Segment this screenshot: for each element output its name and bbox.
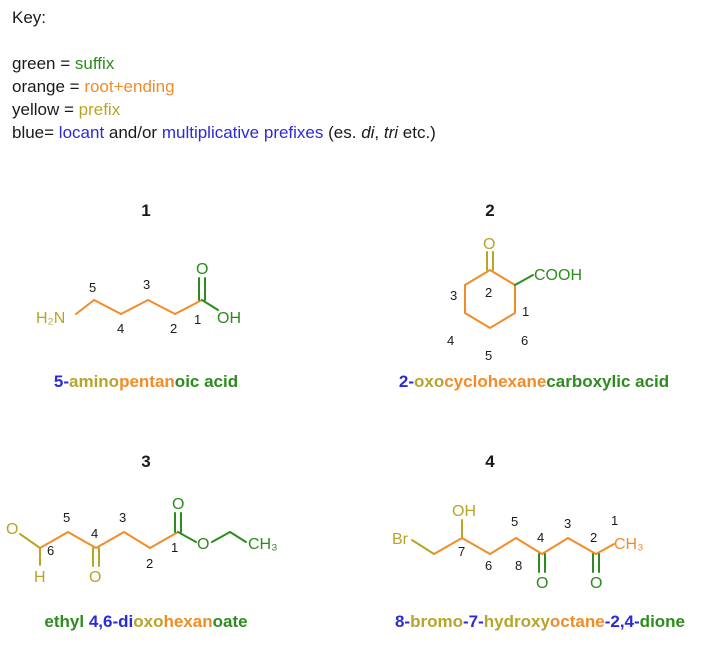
- s1-locant-1: 1: [194, 312, 201, 327]
- key-row-root: orange = root+ending: [12, 75, 436, 98]
- s3-ketone-oxygen-label: O: [89, 569, 101, 586]
- compound-number-4: 4: [485, 452, 495, 471]
- key-row-suffix: green = suffix: [12, 52, 436, 75]
- key-row-part: (es.: [323, 123, 362, 142]
- s2-locant-2: 2: [485, 285, 492, 300]
- name-part: oic acid: [174, 372, 239, 391]
- s2-locant-1: 1: [522, 304, 529, 319]
- s3-aldehyde-oxygen-label: O: [6, 521, 18, 538]
- name-part: hexan: [163, 612, 213, 631]
- name-part: dione: [639, 612, 686, 631]
- name-part: cyclohexane: [444, 372, 547, 391]
- name-part: carboxylic acid: [546, 372, 670, 391]
- s4-locant-2: 2: [590, 530, 597, 545]
- key-row-part: di: [361, 123, 375, 142]
- s4-oxygen-2-label: O: [590, 575, 602, 592]
- s3-locant-4: 4: [91, 526, 98, 541]
- name-part: -2,4-: [604, 612, 640, 631]
- key-row-part: ,: [374, 123, 384, 142]
- s4-locant-6: 6: [485, 558, 492, 573]
- s3-locant-5: 5: [63, 510, 70, 525]
- s3-locant-6: 6: [47, 543, 54, 558]
- key-row-part: suffix: [74, 54, 115, 73]
- s2-carboxyl-label: COOH: [534, 267, 582, 284]
- s1-oxygen-label: O: [196, 261, 208, 278]
- structure-3: [19, 512, 247, 567]
- compound-name-1: 5-aminopentanoic acid: [54, 372, 238, 392]
- s4-oxygen-4-label: O: [536, 575, 548, 592]
- name-part: pentan: [119, 372, 175, 391]
- s4-locant-1: 1: [611, 513, 618, 528]
- compound-number-3: 3: [141, 452, 151, 471]
- name-part: hydroxy: [483, 612, 550, 631]
- key-row-lead: yellow =: [12, 100, 79, 119]
- s4-locant-7: 7: [458, 544, 465, 559]
- key-row-lead: orange =: [12, 77, 85, 96]
- key-row-part: multiplicative prefixes: [161, 123, 324, 142]
- s2-locant-6: 6: [521, 333, 528, 348]
- name-part: 8-: [394, 612, 411, 631]
- s4-locant-5: 5: [511, 514, 518, 529]
- structure-4: [411, 519, 615, 573]
- name-part: 5-: [53, 372, 70, 391]
- name-part: oxo: [413, 372, 445, 391]
- s1-amine-label: H₂N: [36, 310, 65, 327]
- compound-name-4: 8-bromo-7-hydroxyoctane-2,4-dione: [395, 612, 685, 632]
- key-row-part: tri: [383, 123, 399, 142]
- compound-number-1: 1: [141, 201, 151, 220]
- s2-locant-5: 5: [485, 348, 492, 363]
- s1-locant-5: 5: [89, 280, 96, 295]
- key-row-part: locant: [58, 123, 105, 142]
- key-row-lead: green =: [12, 54, 75, 73]
- key-row-part: root+ending: [84, 77, 175, 96]
- compound-name-2: 2-oxocyclohexanecarboxylic acid: [399, 372, 669, 392]
- name-part: bromo: [410, 612, 463, 631]
- key-row-prefix: yellow = prefix: [12, 98, 436, 121]
- key-row-locant: blue= locant and/or multiplicative prefi…: [12, 121, 436, 144]
- s4-bromine-label: Br: [392, 531, 409, 548]
- s1-hydroxyl-label: OH: [217, 310, 241, 327]
- name-part: octane: [549, 612, 605, 631]
- s3-locant-1: 1: [171, 540, 178, 555]
- structure-2: [464, 251, 534, 330]
- s3-locant-3: 3: [119, 510, 126, 525]
- key-title: Key:: [12, 8, 47, 27]
- compound-number-2: 2: [485, 201, 495, 220]
- s3-locant-2: 2: [146, 556, 153, 571]
- s4-locant-3: 3: [564, 516, 571, 531]
- name-part: oate: [212, 612, 248, 631]
- name-part: -7-: [462, 612, 484, 631]
- s3-hydrogen-label: H: [34, 569, 46, 586]
- key-row-part: prefix: [78, 100, 121, 119]
- s1-locant-4: 4: [117, 321, 124, 336]
- structure-1: [75, 277, 219, 315]
- s2-oxygen-label: O: [483, 236, 495, 253]
- key-row-part: etc.): [398, 123, 436, 142]
- s4-hydroxyl-label: OH: [452, 503, 476, 520]
- s2-locant-3: 3: [450, 288, 457, 303]
- name-part: ethyl: [44, 612, 89, 631]
- s3-linking-oxygen-label: O: [197, 536, 209, 553]
- s3-ester-oxygen-label: O: [172, 496, 184, 513]
- s3-methyl-label: CH₃: [248, 536, 278, 553]
- s4-methyl-label: CH₃: [614, 536, 644, 553]
- compound-name-3: ethyl 4,6-dioxohexanoate: [44, 612, 247, 632]
- key-row-part: and/or: [104, 123, 162, 142]
- key-row-lead: blue=: [12, 123, 59, 142]
- s2-locant-4: 4: [447, 333, 454, 348]
- s1-locant-2: 2: [170, 321, 177, 336]
- name-part: 4,6-di: [88, 612, 134, 631]
- s4-locant-4: 4: [537, 530, 544, 545]
- s1-locant-3: 3: [143, 277, 150, 292]
- s4-locant-8: 8: [515, 558, 522, 573]
- key-legend: Key: green = suffix orange = root+ending…: [12, 6, 436, 144]
- name-part: amino: [69, 372, 120, 391]
- name-part: 2-: [398, 372, 414, 391]
- name-part: oxo: [133, 612, 164, 631]
